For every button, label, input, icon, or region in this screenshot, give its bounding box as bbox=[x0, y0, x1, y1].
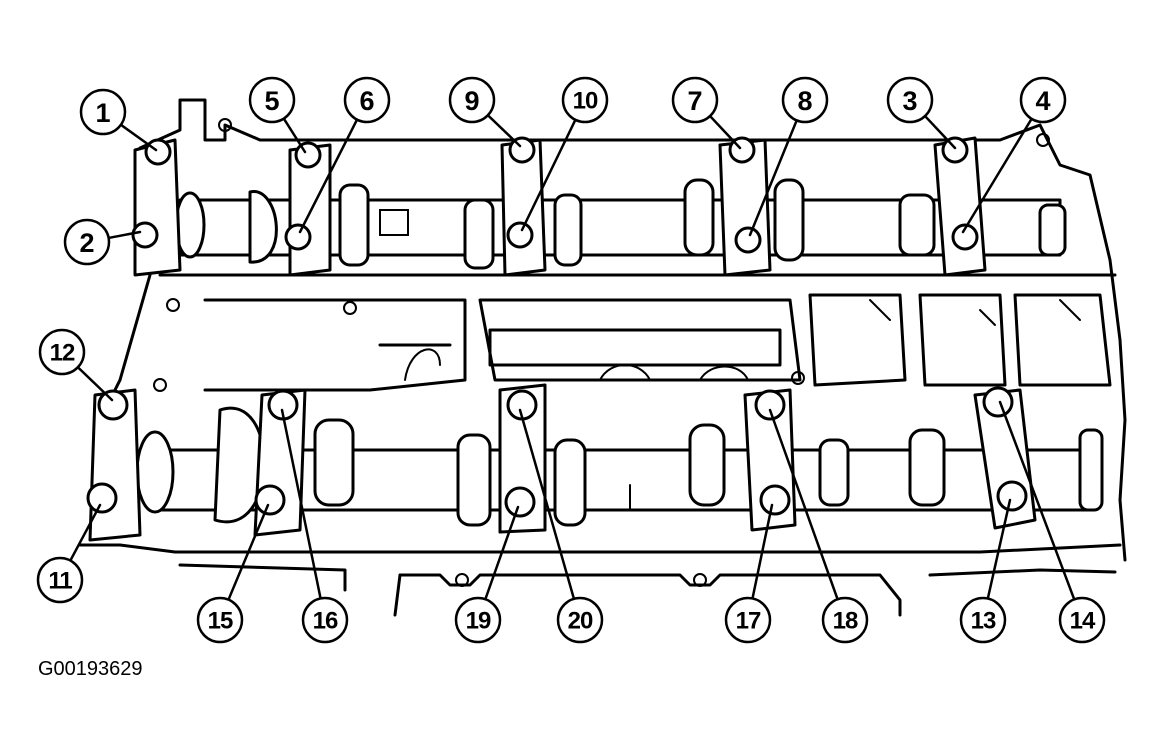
callout-leader-20 bbox=[518, 408, 576, 601]
callout-ring-8 bbox=[781, 76, 829, 124]
callout-leader-5 bbox=[282, 117, 307, 154]
callout-ring-13 bbox=[959, 596, 1007, 644]
callout-leader-4 bbox=[961, 117, 1033, 234]
callout-leader-6 bbox=[298, 118, 359, 234]
callout-leader-19 bbox=[484, 505, 520, 601]
callout-ring-3 bbox=[886, 76, 934, 124]
callout-leader-16 bbox=[280, 408, 322, 600]
callout-number-10: 10 bbox=[573, 88, 598, 115]
callout-number-13: 13 bbox=[971, 608, 996, 635]
callout-ring-11 bbox=[36, 556, 84, 604]
callout-leader-9 bbox=[486, 113, 522, 148]
callout-leader-8 bbox=[748, 119, 798, 237]
callout-number-14: 14 bbox=[1070, 608, 1096, 635]
callout-leader-10 bbox=[520, 118, 577, 232]
callout-ring-2 bbox=[63, 218, 111, 266]
callout-number-15: 15 bbox=[208, 608, 233, 635]
callout-ring-6 bbox=[343, 76, 391, 124]
callout-ring-14 bbox=[1058, 596, 1106, 644]
callout-ring-10 bbox=[561, 76, 609, 124]
callout-number-16: 16 bbox=[313, 608, 338, 635]
callout-leader-12 bbox=[76, 365, 114, 402]
upper-camshaft bbox=[174, 178, 1067, 270]
lower-camshaft bbox=[135, 406, 1104, 527]
callout-ring-1 bbox=[79, 88, 127, 136]
callout-number-7: 7 bbox=[687, 86, 702, 116]
callout-ring-9 bbox=[448, 76, 496, 124]
callout-number-17: 17 bbox=[736, 608, 761, 635]
callout-leader-13 bbox=[986, 498, 1012, 600]
callout-ring-5 bbox=[248, 76, 296, 124]
callout-number-9: 9 bbox=[464, 86, 479, 116]
callout-leader-2 bbox=[107, 230, 142, 240]
callout-leader-17 bbox=[751, 503, 774, 600]
callout-number-12: 12 bbox=[50, 340, 75, 367]
callout-number-11: 11 bbox=[48, 568, 72, 595]
callout-number-19: 19 bbox=[466, 608, 491, 635]
callout-ring-12 bbox=[38, 328, 86, 376]
callout-number-18: 18 bbox=[833, 608, 858, 635]
callout-leader-7 bbox=[708, 114, 742, 150]
callout-number-5: 5 bbox=[264, 86, 279, 116]
callout-leader-3 bbox=[923, 114, 957, 150]
callout-ring-7 bbox=[671, 76, 719, 124]
callout-leader-14 bbox=[998, 400, 1076, 601]
callout-leader-1 bbox=[119, 123, 158, 152]
callout-ring-19 bbox=[454, 596, 502, 644]
cylinder-head-outline bbox=[78, 98, 1127, 617]
callout-ring-15 bbox=[196, 596, 244, 644]
callout-number-2: 2 bbox=[79, 228, 94, 258]
callout-ring-18 bbox=[821, 596, 869, 644]
callout-leader-11 bbox=[69, 503, 102, 562]
callout-number-4: 4 bbox=[1035, 86, 1050, 116]
callout-number-6: 6 bbox=[359, 86, 374, 116]
head-gallery-webs bbox=[158, 273, 1117, 392]
callout-leader-15 bbox=[227, 503, 270, 601]
figure-code: G00193629 bbox=[38, 658, 143, 680]
callout-number-1: 1 bbox=[95, 98, 110, 128]
callout-number-3: 3 bbox=[902, 86, 917, 116]
bearing-cap-bolts bbox=[86, 136, 1028, 518]
callout-number-8: 8 bbox=[797, 86, 812, 116]
callout-ring-17 bbox=[724, 596, 772, 644]
callout-ring-20 bbox=[556, 596, 604, 644]
callout-ring-4 bbox=[1019, 76, 1067, 124]
callout-leader-18 bbox=[768, 408, 839, 601]
callout-number-20: 20 bbox=[568, 608, 593, 635]
callout-ring-16 bbox=[301, 596, 349, 644]
